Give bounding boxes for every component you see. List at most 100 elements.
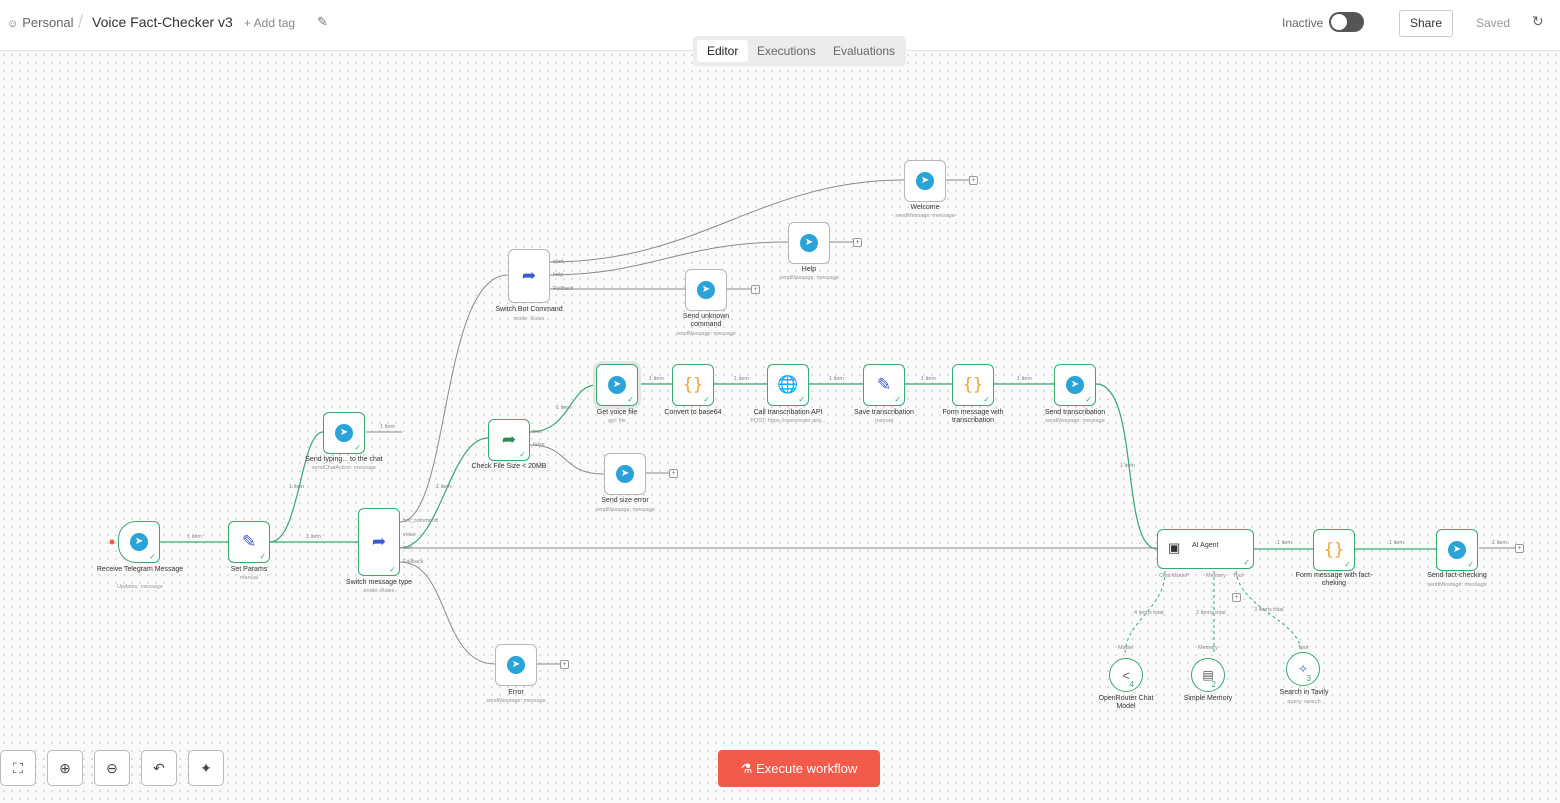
node-subtitle: mode: Rules xyxy=(363,588,395,594)
node-title: Send fact-checking xyxy=(1427,572,1487,579)
error-node[interactable]: ➤ xyxy=(495,644,537,686)
workflow-canvas[interactable] xyxy=(0,51,1560,803)
node-title: Switch message type xyxy=(345,579,413,586)
send-unknown-command-node[interactable]: ➤ xyxy=(685,269,727,311)
zoom-out-button[interactable]: ⊖ xyxy=(94,750,130,786)
welcome-node[interactable]: ➤ xyxy=(904,160,946,202)
item-count: 3 xyxy=(1306,674,1311,683)
fit-view-button[interactable]: ⛶ xyxy=(0,750,36,786)
output-label: start xyxy=(553,259,564,265)
edge-label: 1 item xyxy=(1017,376,1032,382)
send-transcribation-node[interactable]: ➤✓ xyxy=(1054,364,1096,406)
add-node-button[interactable]: + xyxy=(560,660,569,669)
execute-workflow-button[interactable]: ⚗ Execute workflow xyxy=(718,750,880,787)
history-icon[interactable]: ↻ xyxy=(1532,13,1544,29)
check-icon: ✓ xyxy=(1344,560,1351,569)
check-file-size-node[interactable]: ➦✓ xyxy=(488,419,530,461)
workflow-name[interactable]: Voice Fact-Checker v3 xyxy=(92,14,233,30)
node-title: Call transcribation API xyxy=(753,409,823,416)
convert-base64-node[interactable]: {}✓ xyxy=(672,364,714,406)
add-node-button[interactable]: + xyxy=(853,238,862,247)
form-message-transcribation-node[interactable]: {}✓ xyxy=(952,364,994,406)
check-icon: ✓ xyxy=(894,395,901,404)
add-node-button[interactable]: + xyxy=(969,176,978,185)
ai-agent-node[interactable]: ▣AI Agent✓ xyxy=(1157,529,1254,569)
add-tag-button[interactable]: + Add tag xyxy=(244,16,296,30)
edge-label: 1 item xyxy=(1120,463,1135,469)
tab-executions[interactable]: Executions xyxy=(757,44,816,58)
tab-evaluations[interactable]: Evaluations xyxy=(833,44,896,58)
check-icon: ✓ xyxy=(703,395,710,404)
edge-label: 1 item xyxy=(1492,540,1507,546)
tab-editor[interactable]: Editor xyxy=(697,40,749,62)
node-subtitle: mode: Rules xyxy=(513,316,545,322)
node-title: Send unknown command xyxy=(682,313,730,328)
zoom-in-button[interactable]: ⊕ xyxy=(47,750,83,786)
telegram-icon: ➤ xyxy=(1448,541,1466,559)
add-node-button[interactable]: + xyxy=(1515,544,1524,553)
telegram-icon: ➤ xyxy=(130,533,148,551)
send-typing-node[interactable]: ➤✓ xyxy=(323,412,365,454)
send-size-error-node[interactable]: ➤ xyxy=(604,453,646,495)
edge xyxy=(1095,383,1158,550)
edit-description-icon[interactable]: ✎ xyxy=(317,14,328,29)
switch-bot-command-node[interactable]: ➦ xyxy=(508,249,550,303)
braces-icon: {} xyxy=(1323,540,1345,560)
openrouter-chat-model-node[interactable]: <4 xyxy=(1109,658,1143,692)
active-toggle[interactable] xyxy=(1329,12,1364,32)
undo-icon: ↶ xyxy=(153,760,165,776)
check-icon: ✓ xyxy=(1243,558,1250,567)
node-title: Receive Telegram Message xyxy=(96,566,184,573)
add-tool-button[interactable]: + xyxy=(1232,593,1241,602)
item-count: 2 xyxy=(1211,680,1216,689)
switch-message-type-node[interactable]: ➦✓ xyxy=(358,508,400,576)
edge xyxy=(1124,570,1166,656)
undo-button[interactable]: ↶ xyxy=(141,750,177,786)
node-title: Send typing... to the chat xyxy=(305,456,383,463)
form-message-fact-checking-node[interactable]: {}✓ xyxy=(1313,529,1355,571)
send-fact-checking-node[interactable]: ➤✓ xyxy=(1436,529,1478,571)
zoom-out-icon: ⊖ xyxy=(106,760,118,776)
search-tavily-node[interactable]: ✧3 xyxy=(1286,652,1320,686)
edge xyxy=(549,179,905,263)
node-title: Send transcribation xyxy=(1044,409,1106,416)
set-params-node[interactable]: ✎✓ xyxy=(228,521,270,563)
output-label: text xyxy=(403,545,412,551)
add-node-button[interactable]: + xyxy=(751,285,760,294)
node-title: Error xyxy=(508,689,524,696)
output-label: bot_command xyxy=(403,518,438,524)
execute-label: Execute workflow xyxy=(756,761,858,776)
node-title: Welcome xyxy=(910,204,940,211)
edge-label: 1 item xyxy=(556,405,571,411)
active-status-label: Inactive xyxy=(1282,16,1324,30)
edge xyxy=(529,444,605,475)
edge-label: 1 item xyxy=(289,484,304,490)
node-subtitle: sendMessage: message xyxy=(895,213,955,219)
receive-telegram-node[interactable]: ➤✓ xyxy=(118,521,160,563)
check-icon: ✓ xyxy=(389,565,396,574)
add-node-button[interactable]: + xyxy=(669,469,678,478)
telegram-icon: ➤ xyxy=(697,281,715,299)
save-transcribation-node[interactable]: ✎✓ xyxy=(863,364,905,406)
edge xyxy=(549,241,789,276)
node-title: Form message with transcribation xyxy=(942,409,1004,424)
simple-memory-node[interactable]: ▤2 xyxy=(1191,658,1225,692)
trigger-marker xyxy=(109,539,115,545)
node-subtitle: sendMessage: message xyxy=(779,275,839,281)
globe-icon: 🌐 xyxy=(777,375,799,394)
get-voice-file-node[interactable]: ➤✓ xyxy=(596,364,638,406)
node-subtitle: manual xyxy=(874,418,894,424)
check-icon: ✓ xyxy=(519,450,526,459)
edge xyxy=(399,561,496,665)
node-title: Save transcribation xyxy=(854,409,914,416)
clean-up-icon: ✦ xyxy=(200,760,212,776)
signpost-icon: ➦ xyxy=(501,430,517,449)
help-node[interactable]: ➤ xyxy=(788,222,830,264)
edge-label: 1 item xyxy=(380,424,395,430)
clean-up-button[interactable]: ✦ xyxy=(188,750,224,786)
call-transcribation-api-node[interactable]: 🌐✓ xyxy=(767,364,809,406)
telegram-icon: ➤ xyxy=(800,234,818,252)
workspace-breadcrumb[interactable]: ☺Personal xyxy=(7,15,74,30)
share-button[interactable]: Share xyxy=(1399,10,1453,37)
signpost-icon: ➦ xyxy=(521,266,537,285)
